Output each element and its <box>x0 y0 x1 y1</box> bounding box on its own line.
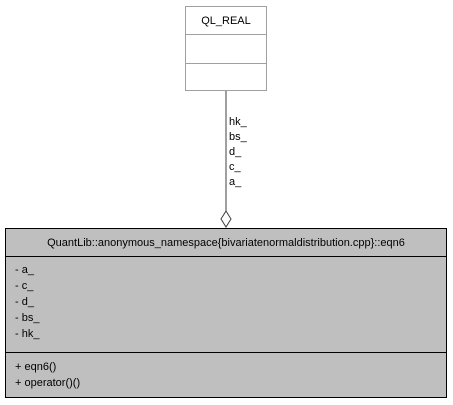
operation-constructor: + eqn6() <box>15 361 57 373</box>
eqn6-class-name: QuantLib::anonymous_namespace{bivariaten… <box>47 236 405 249</box>
attribute-a: - a_ <box>15 264 34 276</box>
role-label-d: d_ <box>229 146 242 158</box>
attribute-bs: - bs_ <box>15 312 40 324</box>
attribute-d: - d_ <box>15 296 34 308</box>
operation-call-operator: + operator()() <box>15 377 81 389</box>
eqn6-class-box[interactable]: QuantLib::anonymous_namespace{bivariaten… <box>5 228 447 398</box>
eqn6-name-compartment: QuantLib::anonymous_namespace{bivariaten… <box>6 229 446 257</box>
role-label-bs: bs_ <box>229 131 247 143</box>
role-label-c: c_ <box>229 161 241 173</box>
eqn6-attributes-compartment: - a_ - c_ - d_ - bs_ - hk_ <box>6 256 446 353</box>
aggregation-diamond-icon <box>220 210 232 228</box>
role-label-a: a_ <box>229 176 242 188</box>
ql-real-attributes-compartment <box>186 35 266 64</box>
role-label-hk: hk_ <box>229 116 247 128</box>
attribute-c: - c_ <box>15 280 34 292</box>
ql-real-name-compartment: QL_REAL <box>186 7 266 35</box>
ql-real-class-box[interactable]: QL_REAL <box>185 6 267 91</box>
attribute-hk: - hk_ <box>15 328 40 340</box>
ql-real-class-name: QL_REAL <box>201 14 251 27</box>
eqn6-operations-compartment: + eqn6() + operator()() <box>6 353 446 397</box>
association-role-labels: hk_ bs_ d_ c_ a_ <box>229 115 247 190</box>
